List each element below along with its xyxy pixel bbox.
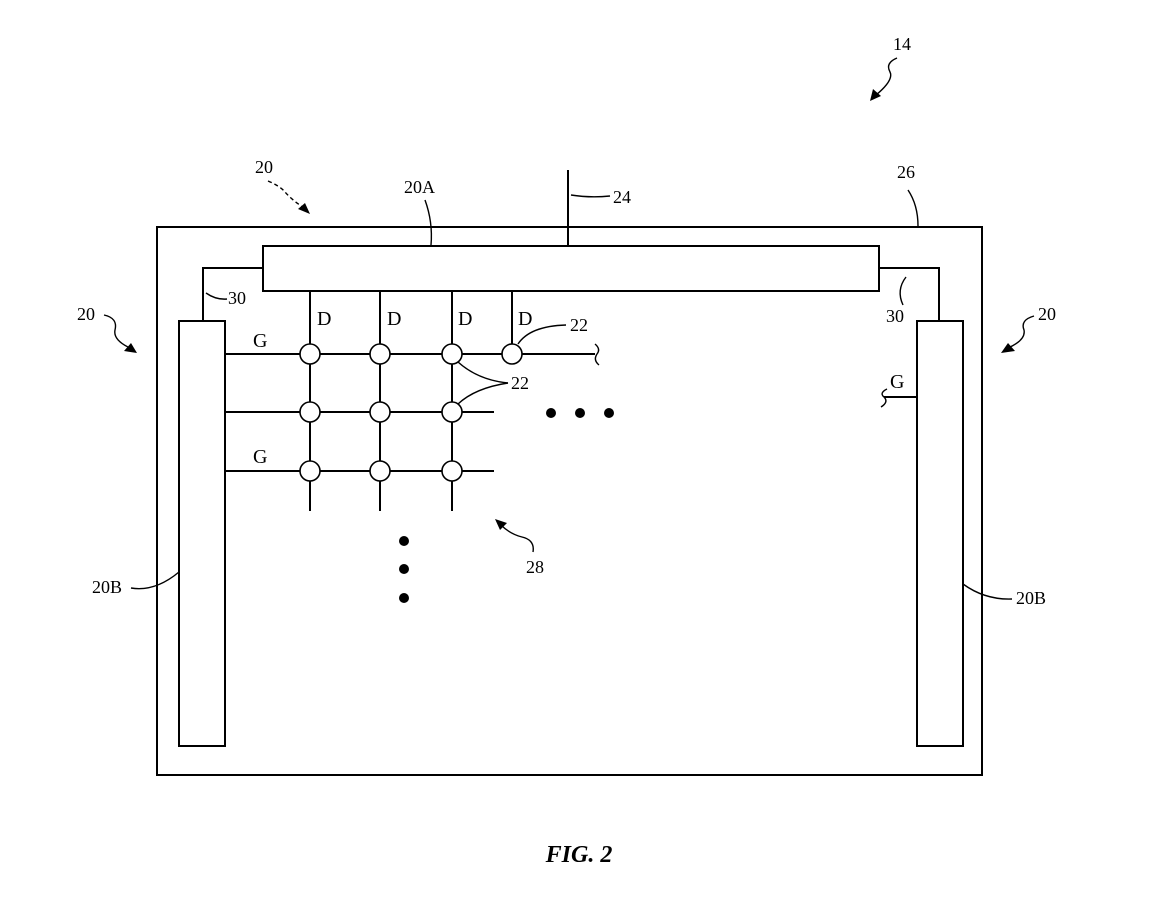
label-24: 24 [613,187,631,207]
ellipsis-h-dot-1 [546,408,556,418]
pixel-r2-c2 [369,401,391,423]
leader-22-a [457,361,509,384]
gate-driver-left-20b [178,320,226,747]
label-20a: 20A [404,177,435,197]
label-22-group: 22 [511,373,529,393]
gate-line-label-1: G [253,330,267,352]
arrow-20-top [267,180,305,209]
label-28: 28 [526,557,544,577]
pixel-r2-c1 [299,401,321,423]
pixel-r1-c2 [369,343,391,365]
label-30-left: 30 [228,288,246,308]
gate-line-right-break [880,388,888,408]
arrowhead-14 [870,89,881,101]
arrowhead-28 [495,519,507,530]
arrow-20-right [1007,315,1035,349]
data-line-label-2: D [387,308,401,330]
arrowhead-20-top [298,203,310,214]
leader-30-right [899,276,907,306]
ellipsis-h-dot-3 [604,408,614,418]
leader-22-single [517,324,567,345]
leader-20b-left [130,571,180,590]
data-line-label-3: D [458,308,472,330]
gate-line-label-3: G [253,446,267,468]
display-substrate [156,226,983,776]
arrow-14 [875,57,898,96]
label-20b-left: 20B [92,577,122,597]
label-14: 14 [893,34,911,54]
leader-26 [907,189,919,227]
pixel-r3-c1 [299,460,321,482]
ellipsis-v-dot-1 [399,536,409,546]
arrowhead-20-right [1001,343,1015,353]
gate-driver-right-20b [916,320,964,747]
driver-ic-20a [262,245,880,292]
data-line-label-4: D [518,308,532,330]
leader-24 [570,194,611,198]
arrow-28 [500,524,534,553]
label-20-right: 20 [1038,304,1056,324]
gate-line-1-break [594,343,600,366]
pixel-r1-c3 [441,343,463,365]
ellipsis-v-dot-3 [399,593,409,603]
pixel-r1-c4 [501,343,523,365]
label-26: 26 [897,162,915,182]
leader-20b-right [962,583,1013,600]
pixel-r2-c3 [441,401,463,423]
gate-line-label-right: G [890,371,904,393]
leader-30-left [205,292,228,300]
ellipsis-h-dot-2 [575,408,585,418]
line-30-right [879,267,940,321]
figure-caption: FIG. 2 [545,842,613,868]
label-22-single: 22 [570,315,588,335]
label-20-top: 20 [255,157,273,177]
ellipsis-v-dot-2 [399,564,409,574]
leader-20a [424,199,433,246]
data-line-label-1: D [317,308,331,330]
label-20-left: 20 [77,304,95,324]
label-30-right: 30 [886,306,904,326]
line-30-left [202,267,263,321]
pixel-r3-c2 [369,460,391,482]
leader-22-b [457,382,509,405]
arrowhead-20-left [124,343,137,353]
label-20b-right: 20B [1016,588,1046,608]
arrow-20-left [103,314,131,349]
pixel-r3-c3 [441,460,463,482]
pixel-r1-c1 [299,343,321,365]
